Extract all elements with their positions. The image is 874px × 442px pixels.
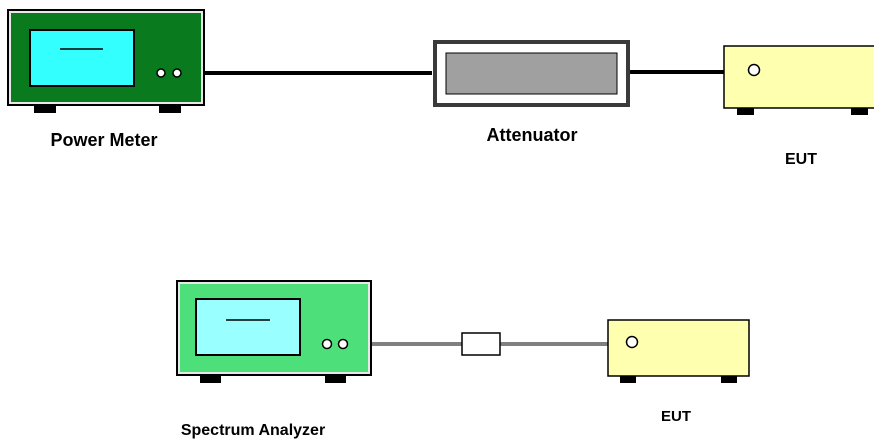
- spectrum-analyzer-connector-1: [321, 338, 333, 350]
- power-meter-label: Power Meter: [50, 130, 157, 150]
- eut-bottom-foot-left: [620, 374, 636, 383]
- attenuator-label: Attenuator: [487, 125, 578, 145]
- power-meter-screen: [29, 29, 135, 87]
- power-meter: [7, 9, 205, 113]
- power-meter-foot-right: [159, 104, 181, 113]
- eut-top-label: EUT: [785, 151, 817, 168]
- inline-attenuator: [461, 332, 501, 356]
- power-meter-connector-1: [156, 68, 166, 78]
- eut-top: [723, 45, 874, 115]
- spectrum-analyzer-foot-right: [325, 374, 346, 383]
- eut-top-body: [723, 45, 874, 109]
- eut-top-foot-right: [851, 107, 868, 115]
- spectrum-analyzer-foot-left: [200, 374, 221, 383]
- spectrum-analyzer-connector-2: [337, 338, 349, 350]
- eut-bottom-foot-right: [721, 374, 737, 383]
- attenuator-body: [445, 52, 618, 95]
- attenuator: [433, 40, 630, 107]
- spectrum-analyzer-screen: [195, 298, 301, 356]
- power-meter-connector-2: [172, 68, 182, 78]
- eut-bottom: [607, 319, 750, 383]
- spectrum-analyzer-label: Spectrum Analyzer: [181, 422, 325, 439]
- eut-bottom-body: [607, 319, 750, 377]
- eut-bottom-label: EUT: [661, 408, 691, 425]
- eut-top-connector: [747, 63, 761, 77]
- eut-top-foot-left: [737, 107, 754, 115]
- eut-bottom-connector: [625, 335, 639, 349]
- power-meter-foot-left: [34, 104, 56, 113]
- spectrum-analyzer: [176, 280, 372, 383]
